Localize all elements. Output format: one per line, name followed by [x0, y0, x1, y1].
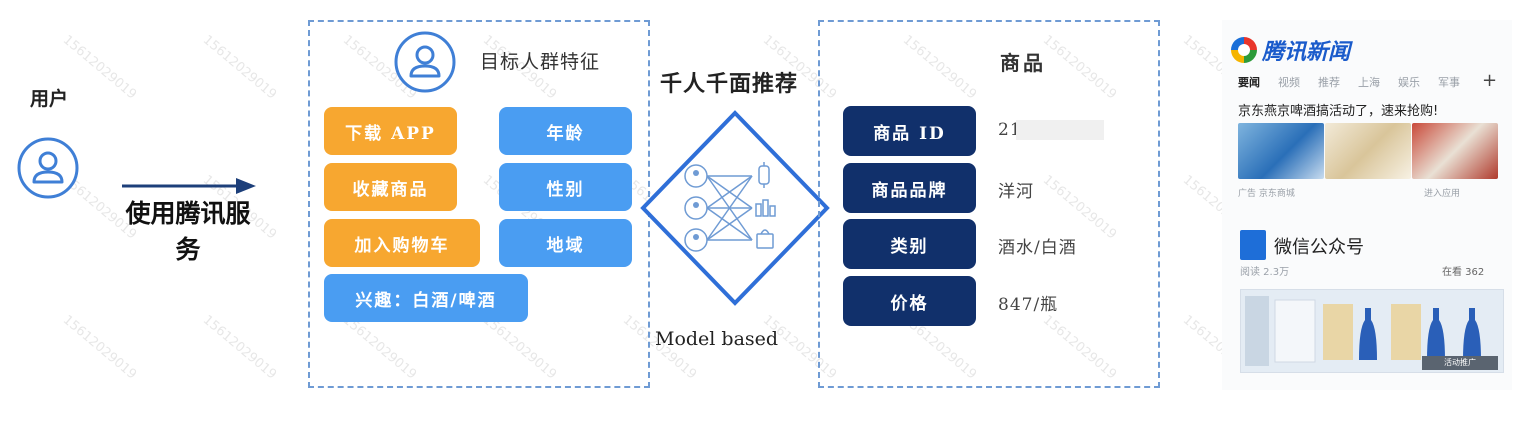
- model-diamond-icon: [640, 110, 830, 306]
- baijiu-bottles-icon: [1245, 296, 1481, 366]
- news-ad-headline[interactable]: 京东燕京啤酒搞活动了，速来抢购!: [1238, 104, 1439, 119]
- target-features-title: 目标人群特征: [480, 51, 601, 73]
- tag-age: 年龄: [499, 107, 632, 155]
- wechat-look-count: 在看 362: [1442, 267, 1485, 278]
- ad-source-tag: 广告 京东商城: [1238, 189, 1295, 199]
- tag-add-to-cart: 加入购物车: [324, 219, 480, 267]
- promo-badge[interactable]: 活动推广: [1422, 356, 1498, 370]
- tag-gender: 性别: [499, 163, 632, 211]
- news-nav-tabs: 要闻 视频 推荐 上海 娱乐 军事: [1238, 74, 1504, 90]
- watermark: 15612029019: [59, 312, 140, 383]
- tag-interest: 兴趣：白酒/啤酒: [324, 274, 528, 322]
- enter-app-link[interactable]: 进入应用: [1424, 189, 1461, 199]
- product-id-label: 商品 ID: [843, 106, 976, 156]
- product-category-value: 酒水/白酒: [998, 238, 1077, 258]
- tag-region: 地域: [499, 219, 632, 267]
- product-price-value: 847/瓶: [998, 295, 1059, 315]
- user-avatar-icon: [17, 137, 79, 199]
- tag-favorite-product: 收藏商品: [324, 163, 457, 211]
- redacted-mask: [1016, 120, 1104, 140]
- watermark: 15612029019: [199, 32, 280, 103]
- tab-military[interactable]: 军事: [1438, 76, 1460, 89]
- product-title: 商品: [1000, 51, 1046, 75]
- product-box: [818, 20, 1160, 388]
- tab-shanghai[interactable]: 上海: [1358, 76, 1380, 89]
- beer-pack-image[interactable]: [1412, 123, 1498, 179]
- model-based-label: Model based: [655, 328, 779, 350]
- arrow-right-icon: [122, 178, 256, 194]
- product-category-label: 类别: [843, 219, 976, 269]
- watermark: 15612029019: [59, 32, 140, 103]
- tag-download-app: 下载 APP: [324, 107, 457, 155]
- product-id-value: 21: [998, 120, 1022, 140]
- tab-recommend[interactable]: 推荐: [1318, 76, 1340, 89]
- use-tencent-service-label: 使用腾讯服务: [125, 199, 251, 264]
- beer-glass-image[interactable]: [1325, 123, 1411, 179]
- product-price-label: 价格: [843, 276, 976, 326]
- wechat-official-account-title: 微信公众号: [1274, 237, 1364, 258]
- audience-avatar-icon: [394, 31, 456, 93]
- tab-news[interactable]: 要闻: [1238, 76, 1260, 89]
- tab-entertainment[interactable]: 娱乐: [1398, 76, 1420, 89]
- tab-video[interactable]: 视频: [1278, 76, 1300, 89]
- user-title: 用户: [30, 88, 69, 110]
- product-brand-label: 商品品牌: [843, 163, 976, 213]
- recommendation-title: 千人千面推荐: [660, 71, 799, 97]
- beer-can-image[interactable]: [1238, 123, 1324, 179]
- wechat-ad-banner[interactable]: [1240, 289, 1504, 373]
- wechat-article-icon: [1240, 230, 1266, 260]
- product-brand-value: 洋河: [998, 182, 1034, 202]
- wechat-read-count: 阅读 2.3万: [1240, 267, 1290, 278]
- tencent-news-brand: 腾讯新闻: [1262, 40, 1351, 65]
- tencent-news-logo-icon: [1231, 37, 1257, 63]
- add-tab-button[interactable]: +: [1482, 70, 1498, 91]
- watermark: 15612029019: [199, 312, 280, 383]
